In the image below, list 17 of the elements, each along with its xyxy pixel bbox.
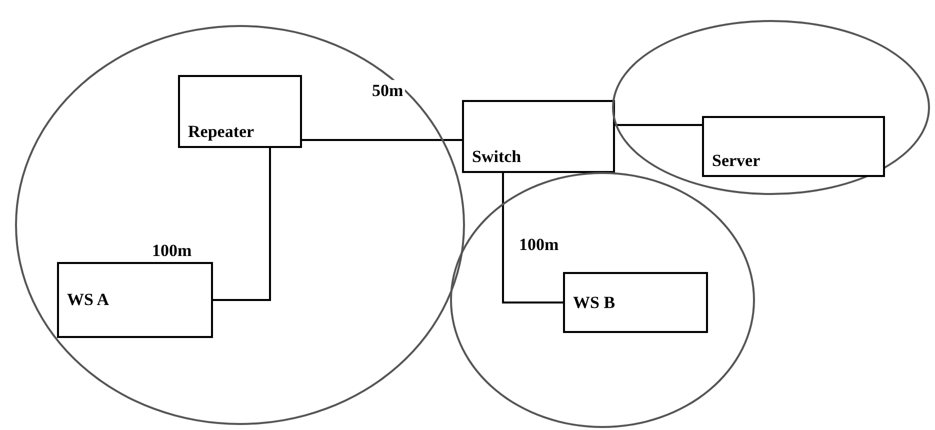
zone-ellipse <box>15 25 465 425</box>
device-box <box>178 75 302 148</box>
device-label: WS B <box>573 292 616 314</box>
device-box <box>462 100 615 173</box>
device-label: Switch <box>472 146 522 167</box>
device-box <box>57 262 213 338</box>
cable-line <box>213 148 271 301</box>
zone-ellipse <box>612 20 930 195</box>
zone-ellipse <box>450 172 755 428</box>
device-label: Repeater <box>188 120 254 142</box>
device-label: WS A <box>67 289 110 311</box>
cable-line <box>615 124 702 126</box>
cable-line <box>302 139 462 141</box>
device-box <box>563 272 708 333</box>
cable-line <box>502 173 563 304</box>
device-label: Server <box>712 150 760 171</box>
device-box <box>702 116 885 177</box>
